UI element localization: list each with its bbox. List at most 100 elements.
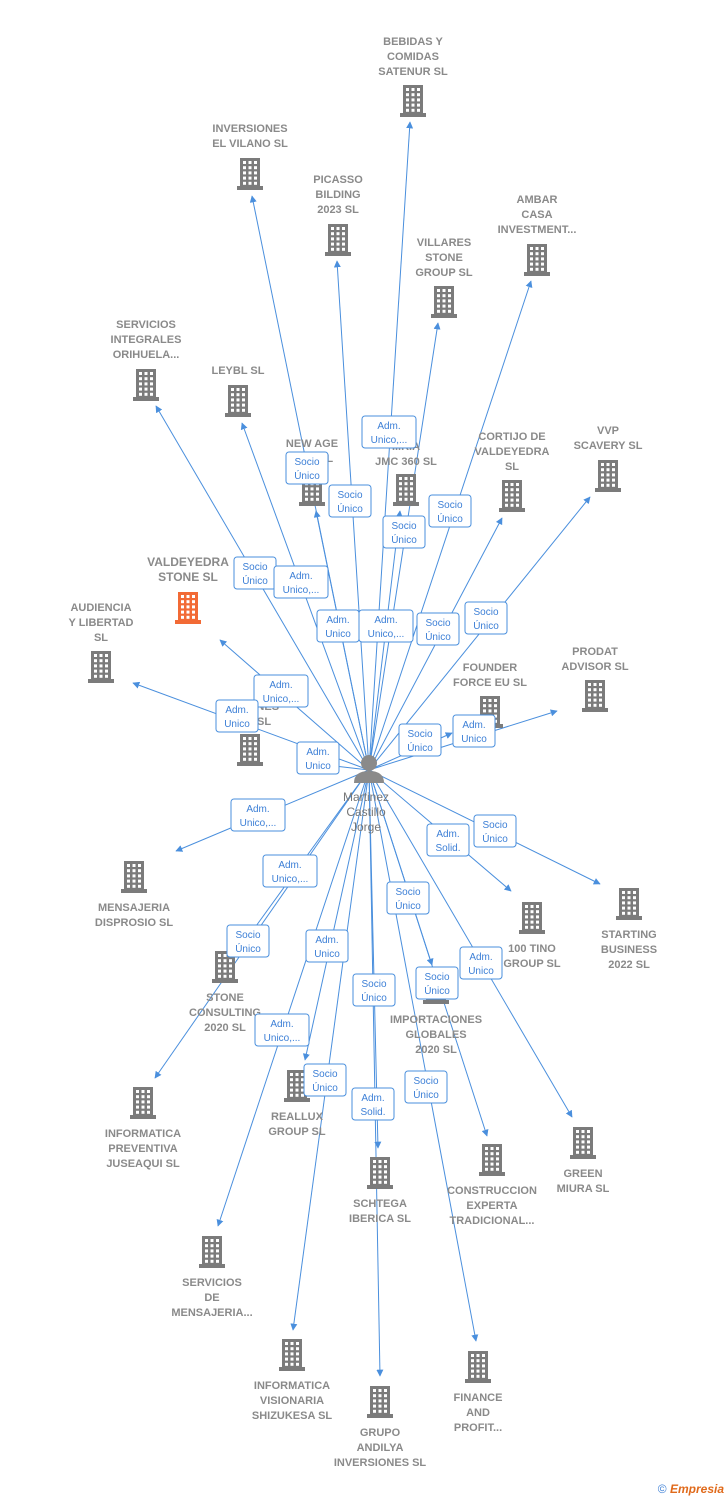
brand-name: Empresia bbox=[669, 1482, 724, 1496]
relation-label-green[interactable]: Adm.Unico bbox=[459, 946, 503, 980]
company-name-line: GROUP SL bbox=[268, 1126, 326, 1138]
company-name-line: ORIHUELA... bbox=[113, 349, 180, 361]
relation-label-text: Unico bbox=[305, 761, 331, 772]
relation-label-tino[interactable]: Adm.Solid. bbox=[426, 823, 470, 857]
relation-label-audiencia[interactable]: Adm.Unico bbox=[215, 699, 259, 733]
building-icon bbox=[465, 1351, 491, 1383]
company-node-finance[interactable]: FINANCEANDPROFIT... bbox=[454, 1351, 503, 1434]
relation-label-text: Socio bbox=[361, 979, 386, 990]
company-name-line: VISIONARIA bbox=[260, 1395, 324, 1407]
relation-label-servicios_mensajeria[interactable]: Adm.Unico,... bbox=[254, 1013, 310, 1047]
relation-label-text: Socio bbox=[425, 618, 450, 629]
relation-label-text: Socio bbox=[337, 490, 362, 501]
person-icon bbox=[354, 755, 384, 783]
relation-label-newage[interactable]: Adm.Unico bbox=[316, 609, 360, 643]
company-name-line: SERVICIOS bbox=[116, 319, 176, 331]
company-node-servicios_orihuela[interactable]: SERVICIOSINTEGRALESORIHUELA... bbox=[111, 319, 182, 401]
relation-label-box bbox=[215, 699, 259, 733]
relation-label-prodat[interactable]: Adm.Unico bbox=[452, 714, 496, 748]
relation-label-box bbox=[253, 674, 309, 708]
company-node-jmc360[interactable]: ...RIAJMC 360 SL bbox=[375, 441, 437, 506]
company-name-line: SL bbox=[94, 632, 108, 644]
relation-label-text: Socio bbox=[395, 887, 420, 898]
company-name-line: SCAVERY SL bbox=[574, 440, 643, 452]
relation-label-exportaciones[interactable]: Adm. Unico bbox=[296, 741, 340, 775]
building-icon bbox=[400, 85, 426, 117]
relation-label-andilya[interactable]: Adm.Solid. bbox=[351, 1087, 395, 1121]
relation-label-bebidas[interactable]: Adm.Unico,... bbox=[361, 415, 417, 449]
relation-label-text: Adm. bbox=[306, 747, 329, 758]
company-name-line: STONE bbox=[206, 992, 244, 1004]
relation-label-text: Socio bbox=[413, 1076, 438, 1087]
center-person[interactable]: Martinez Castillo Jorge bbox=[343, 755, 389, 834]
building-icon bbox=[367, 1386, 393, 1418]
relation-label-reallux[interactable]: Adm.Unico bbox=[305, 929, 349, 963]
company-name-line: GLOBALES bbox=[405, 1029, 466, 1041]
company-name-line: GRUPO bbox=[360, 1427, 401, 1439]
company-name-line: MENSAJERIA bbox=[98, 902, 170, 914]
company-name-line: ADVISOR SL bbox=[561, 661, 629, 673]
company-name-line: 2020 SL bbox=[415, 1044, 457, 1056]
company-node-construccion[interactable]: CONSTRUCCIONEXPERTATRADICIONAL... bbox=[447, 1144, 537, 1227]
relation-label-leybl[interactable]: Adm.Unico,... bbox=[273, 565, 329, 599]
relation-label-box bbox=[262, 854, 318, 888]
company-node-ambar[interactable]: AMBARCASAINVESTMENT... bbox=[498, 194, 577, 276]
company-node-servicios_mensajeria[interactable]: SERVICIOSDEMENSAJERIA... bbox=[171, 1236, 253, 1319]
company-node-leybl[interactable]: LEYBL SL bbox=[212, 365, 265, 417]
relation-label-jmc360[interactable]: Adm.Unico,... bbox=[358, 609, 414, 643]
relation-label-valdeyedra[interactable]: Adm.Unico,... bbox=[253, 674, 309, 708]
relation-label-mensajeria_disprosio[interactable]: Adm.Unico,... bbox=[230, 798, 286, 832]
relation-label-text: Socio bbox=[437, 500, 462, 511]
company-name-line: PICASSO bbox=[313, 174, 363, 186]
building-icon bbox=[133, 369, 159, 401]
relation-label-text: Unico,... bbox=[368, 629, 405, 640]
relation-label-text: Único bbox=[437, 512, 463, 525]
company-name-line: EL VILANO SL bbox=[212, 138, 288, 150]
relation-label-box bbox=[416, 612, 460, 646]
company-name-line: INVERSIONES SL bbox=[334, 1457, 427, 1469]
building-icon bbox=[582, 680, 608, 712]
relation-label-box bbox=[398, 723, 442, 757]
company-name-line: GROUP SL bbox=[503, 958, 561, 970]
relation-label-box bbox=[273, 565, 329, 599]
relation-edge-finance bbox=[368, 769, 479, 1342]
relation-label-stone_consulting[interactable]: Adm.Unico,... bbox=[262, 854, 318, 888]
building-icon bbox=[237, 734, 263, 766]
relation-label-text: Adm. bbox=[289, 571, 312, 582]
relation-label-text: Unico,... bbox=[272, 874, 309, 885]
